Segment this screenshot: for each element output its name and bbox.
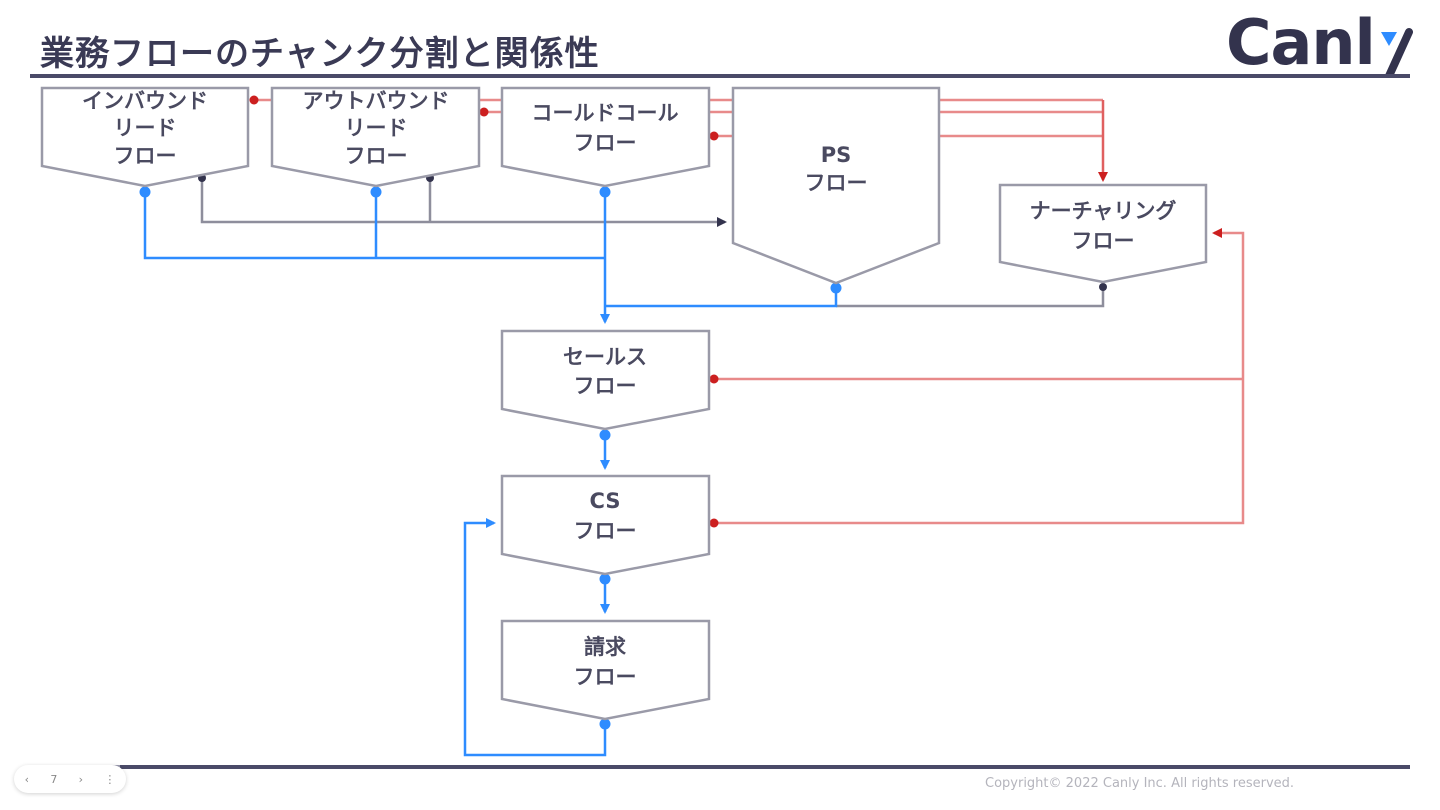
dark-dot bbox=[1099, 283, 1107, 291]
node-label: リード bbox=[114, 116, 177, 140]
node-label: 請求 bbox=[584, 635, 626, 659]
node-label: フロー bbox=[574, 519, 637, 543]
blue-dots bbox=[139, 186, 842, 730]
node-outbound[interactable]: アウトバウンド リード フロー bbox=[270, 86, 481, 188]
red-dot bbox=[249, 95, 259, 105]
copyright-text: Copyright© 2022 Canly Inc. All rights re… bbox=[985, 776, 1295, 791]
grey-connectors bbox=[200, 178, 1105, 308]
blue-dot bbox=[599, 429, 611, 441]
blue-dot bbox=[599, 718, 611, 730]
node-sales[interactable]: セールス フロー bbox=[500, 329, 711, 431]
node-label: フロー bbox=[574, 131, 637, 155]
node-shape bbox=[500, 86, 711, 188]
blue-connectors bbox=[143, 192, 838, 757]
node-inbound[interactable]: インバウンド リード フロー bbox=[40, 86, 250, 188]
more-vertical-icon[interactable]: ⋮ bbox=[104, 772, 116, 786]
red-dot bbox=[709, 518, 719, 528]
blue-dot bbox=[599, 186, 611, 198]
slide-pager: ‹ 7 › ⋮ bbox=[14, 765, 126, 793]
red-dot bbox=[709, 131, 719, 141]
grey-edge-inbound-ps bbox=[200, 178, 727, 227]
node-label: CS bbox=[590, 489, 621, 513]
node-label: アウトバウンド bbox=[303, 89, 450, 113]
node-nurturing[interactable]: ナーチャリング フロー bbox=[998, 183, 1208, 284]
blue-edge-inbound bbox=[143, 192, 605, 260]
red-dot bbox=[709, 374, 719, 384]
node-shape bbox=[998, 183, 1208, 284]
logo-text: Canl bbox=[1226, 6, 1376, 79]
node-shape bbox=[500, 619, 711, 721]
dark-dots bbox=[198, 174, 1107, 291]
red-edge-cs-nurturing bbox=[714, 228, 1245, 525]
node-shape bbox=[500, 474, 711, 576]
node-label: コールドコール bbox=[532, 101, 679, 125]
node-label: ナーチャリング bbox=[1030, 199, 1177, 223]
logo-triangle-icon bbox=[1380, 32, 1397, 46]
red-dot bbox=[479, 107, 489, 117]
chevron-right-icon[interactable]: › bbox=[78, 772, 84, 786]
node-shape bbox=[731, 86, 941, 285]
node-label: インバウンド bbox=[82, 89, 208, 113]
node-label: フロー bbox=[805, 171, 868, 195]
blue-edge-billing-cs bbox=[463, 518, 607, 757]
node-ps[interactable]: PS フロー bbox=[731, 86, 941, 285]
node-label: セールス bbox=[563, 345, 647, 369]
blue-dot bbox=[599, 573, 611, 585]
node-shape bbox=[40, 86, 250, 188]
canly-logo: Canl bbox=[1226, 6, 1413, 79]
node-label: フロー bbox=[574, 374, 637, 398]
node-coldcall[interactable]: コールドコール フロー bbox=[500, 86, 711, 188]
blue-dot bbox=[139, 186, 151, 198]
page-title: 業務フローのチャンク分割と関係性 bbox=[40, 34, 600, 74]
grey-edge-nurturing bbox=[836, 286, 1105, 308]
node-label: リード bbox=[345, 116, 408, 140]
node-shape bbox=[500, 329, 711, 431]
blue-dot bbox=[370, 186, 382, 198]
red-dots bbox=[249, 95, 719, 528]
blue-dot bbox=[830, 282, 842, 294]
node-shape bbox=[270, 86, 481, 188]
node-label: フロー bbox=[345, 144, 408, 168]
logo-y-mark bbox=[1375, 20, 1413, 74]
node-label: フロー bbox=[1072, 229, 1135, 253]
node-cs[interactable]: CS フロー bbox=[500, 474, 711, 576]
header-divider bbox=[30, 74, 1410, 78]
blue-edge-ps-sales bbox=[605, 288, 838, 308]
node-billing[interactable]: 請求 フロー bbox=[500, 619, 711, 721]
node-label: フロー bbox=[574, 665, 637, 689]
node-label: フロー bbox=[114, 144, 177, 168]
node-label: PS bbox=[821, 143, 852, 167]
page-number: 7 bbox=[50, 772, 58, 786]
footer-divider bbox=[30, 765, 1410, 769]
chevron-left-icon[interactable]: ‹ bbox=[24, 772, 30, 786]
